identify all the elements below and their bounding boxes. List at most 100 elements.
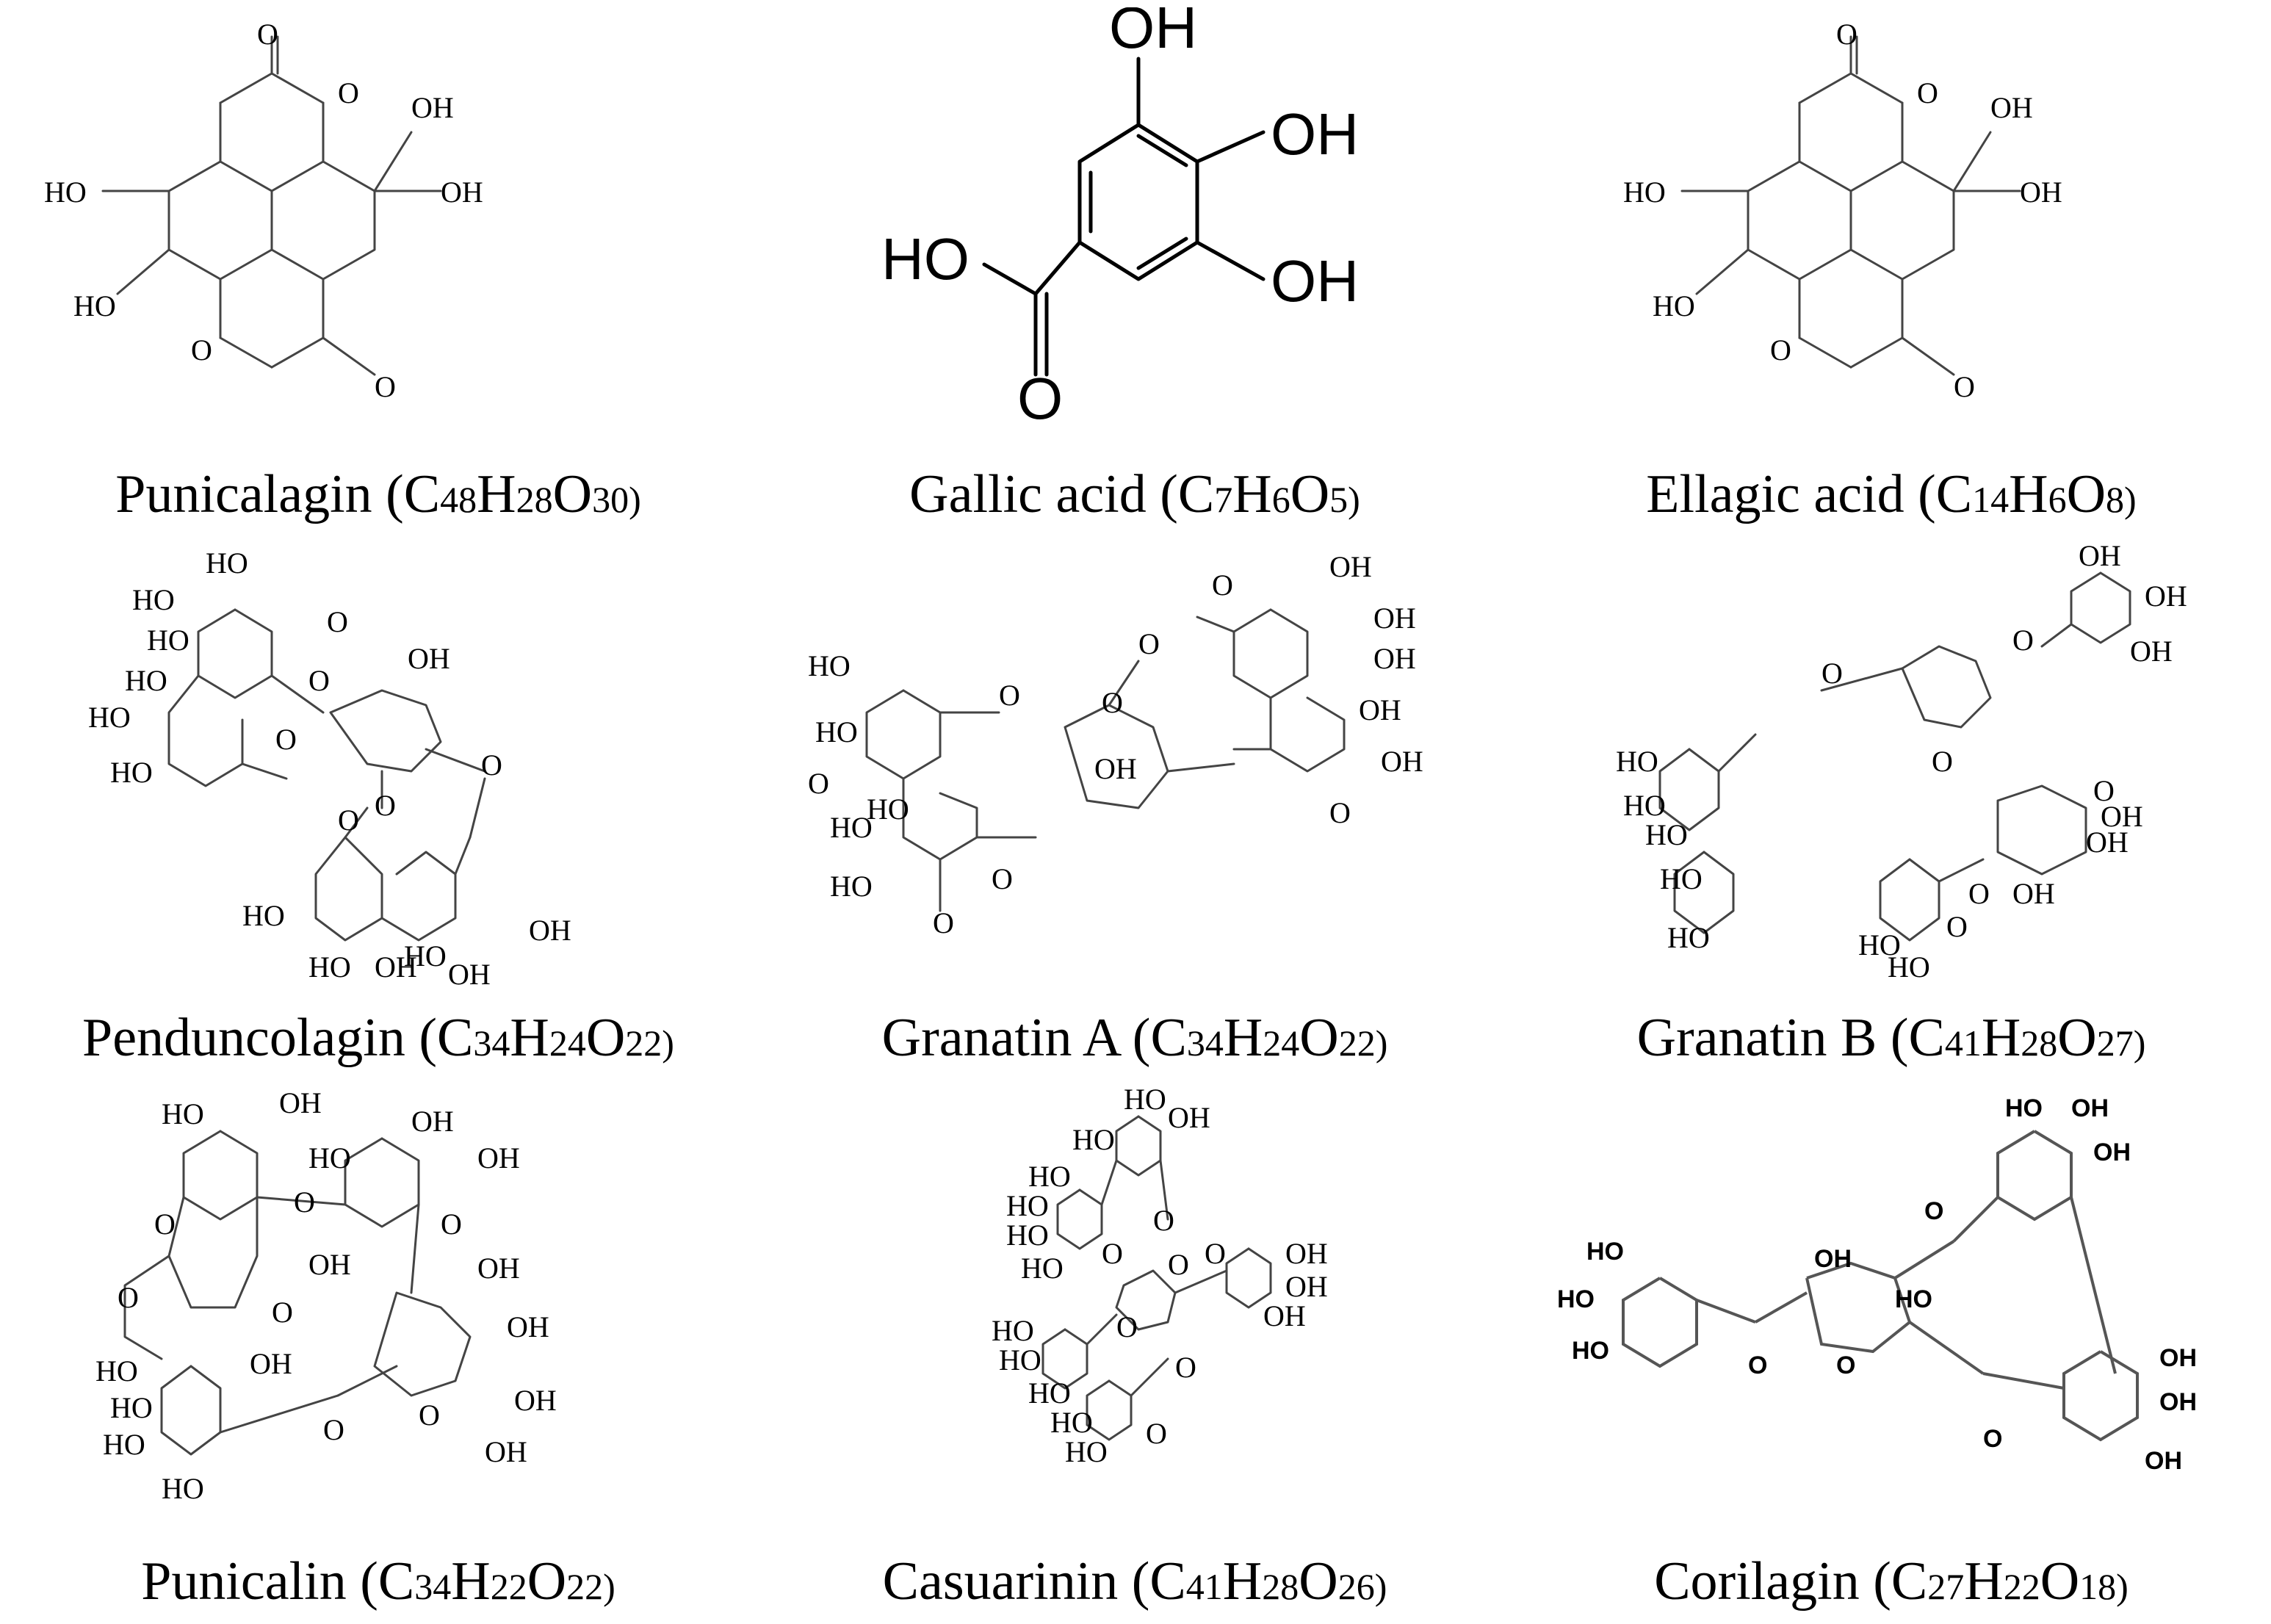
casuarinin-structure: HO OH HO HO HO HO HO O O O O O OH OH OH … [757,1087,1513,1535]
casuarinin-group-3: HO [1072,1123,1115,1156]
penduncolagin-structure-svg: HO HO HO HO HO HO OH O O O O O O HO HO O… [88,546,571,991]
casuarinin-group-7: HO [1021,1252,1064,1285]
granatin-b-group-3: OH [2130,635,2173,668]
granatin-b-group-14: OH [2086,826,2129,859]
granatin-b-group-19: O [1946,910,1968,943]
punicalin-group-8: O [118,1281,139,1314]
punicalin-group-20: OH [485,1435,527,1468]
ellagic-group-oh2: OH [2020,176,2062,209]
granatin-b-group-1: OH [2079,544,2121,572]
penduncolagin-group-1: HO [206,546,248,580]
penduncolagin-group-10: O [275,723,297,756]
gallic-acid-caption: Gallic acid (C7H6O5) [757,461,1513,533]
granatin-b-group-8: HO [1623,789,1666,822]
punicalagin-group-oh1: OH [411,91,454,124]
punicalin-group-4: HO [308,1141,351,1174]
corilagin-formula: (C27H22O18) [1873,1551,2129,1612]
penduncolagin-group-9: O [308,664,330,697]
punicalagin-caption: Punicalagin (C48H28O30) [0,461,757,533]
penduncolagin-group-5: HO [88,701,131,734]
ellagic-group-o2: O [1917,76,1938,109]
gallic-group-oh2: OH [1271,101,1359,167]
granatin-a-group-9: OH [1094,752,1137,785]
gallic-group-oh3: OH [1271,248,1359,314]
corilagin-group-13: O [1748,1351,1767,1379]
granatin-b-group-16: O [1968,877,1990,910]
punicalin-structure: OH OH HO HO OH OH O O O O O OH HO HO HO … [0,1087,757,1535]
granatin-b-group-10: HO [1660,862,1703,895]
gallic-group-oh1: OH [1109,7,1197,60]
casuarinin-group-20: HO [1065,1435,1108,1468]
casuarinin-group-12: O [1205,1237,1226,1270]
ellagic-group-o3: O [1770,333,1791,367]
casuarinin-group-5: HO [1006,1189,1049,1222]
granatin-b-name: Granatin B [1636,1008,1877,1068]
corilagin-caption: Corilagin (C27H22O18) [1513,1548,2270,1620]
casuarinin-group-21: O [1175,1351,1196,1384]
punicalagin-group-o3: O [191,333,212,367]
penduncolagin-group-16: OH [375,950,417,984]
ellagic-group-o1: O [1836,18,1857,51]
corilagin-group-10: OH [2159,1388,2197,1416]
penduncolagin-group-6: HO [110,756,153,789]
punicalin-formula: (C34H22O22) [360,1551,615,1612]
granatin-a-group-16: O [999,679,1020,712]
penduncolagin-group-13: O [481,748,502,782]
casuarinin-structure-svg: HO OH HO HO HO HO HO O O O O O OH OH OH … [992,1087,1328,1468]
punicalin-group-7: O [154,1208,176,1241]
granatin-a-caption: Granatin A (C34H24O22) [757,1005,1513,1076]
penduncolagin-group-8: O [327,605,348,638]
punicalin-structure-svg: OH OH HO HO OH OH O O O O O OH HO HO HO … [95,1087,557,1505]
granatin-a-name: Granatin A [881,1008,1119,1068]
penduncolagin-group-12: O [338,804,359,837]
punicalin-group-11: O [441,1208,462,1241]
casuarinin-group-2: OH [1168,1101,1210,1134]
punicalin-group-15: HO [103,1428,145,1461]
punicalin-group-9: O [294,1185,315,1219]
granatin-a-group-13: OH [1359,693,1401,726]
corilagin-structure: HO OH OH HO OH HO HO HO OH OH OH O O O O [1513,1087,2270,1535]
granatin-a-group-17: O [1102,686,1123,719]
granatin-a-group-5: HO [830,811,873,844]
granatin-b-group-7: HO [1616,745,1658,778]
penduncolagin-group-7: OH [408,642,450,675]
granatin-b-caption: Granatin B (C41H28O27) [1513,1005,2270,1076]
ellagic-acid-structure-svg: O O O O OH OH HO HO [1623,18,2062,403]
casuarinin-group-14: OH [1285,1270,1328,1303]
casuarinin-group-4: HO [1028,1160,1071,1193]
casuarinin-formula: (C41H28O26) [1131,1551,1387,1612]
granatin-a-structure: HO HO O HO HO HO O O OH OH OH OH OH OH O… [757,544,1513,992]
punicalin-group-16: HO [162,1472,204,1505]
granatin-b-group-12: HO [1858,928,1901,961]
gallic-group-ho: HO [881,226,970,292]
ellagic-group-ho1: HO [1623,176,1666,209]
corilagin-group-4: HO [1586,1238,1624,1266]
punicalin-name: Punicalin [141,1551,347,1612]
punicalagin-group-ho2: HO [73,289,116,322]
granatin-a-group-6: HO [830,870,873,903]
punicalin-group-17: OH [477,1252,520,1285]
granatin-a-group-3: O [808,767,829,800]
casuarinin-group-15: OH [1263,1299,1306,1332]
granatin-b-group-2: OH [2145,580,2187,613]
granatin-a-group-7: O [933,906,954,939]
granatin-a-group-19: O [1329,796,1351,829]
gallic-acid-structure: OH OH OH HO O [757,7,1513,433]
granatin-a-group-15: O [1212,569,1233,602]
casuarinin-group-17: HO [999,1343,1041,1376]
corilagin-group-9: OH [2159,1344,2197,1372]
gallic-acid-name: Gallic acid [909,464,1147,524]
punicalin-group-19: OH [514,1384,557,1417]
casuarinin-group-13: OH [1285,1237,1328,1270]
punicalin-group-3: HO [162,1097,204,1130]
corilagin-group-5: OH [1814,1245,1852,1273]
penduncolagin-caption: Penduncolagin (C34H24O22) [0,1005,757,1076]
granatin-b-formula: (C41H28O27) [1890,1008,2146,1068]
punicalagin-group-o1: O [257,18,278,51]
penduncolagin-name: Penduncolagin [82,1008,405,1068]
punicalin-group-12: OH [250,1347,292,1380]
corilagin-group-14: O [1836,1351,1855,1379]
penduncolagin-group-17: OH [448,958,491,991]
punicalagin-group-ho1: HO [44,176,87,209]
granatin-a-group-14: OH [1381,745,1423,778]
